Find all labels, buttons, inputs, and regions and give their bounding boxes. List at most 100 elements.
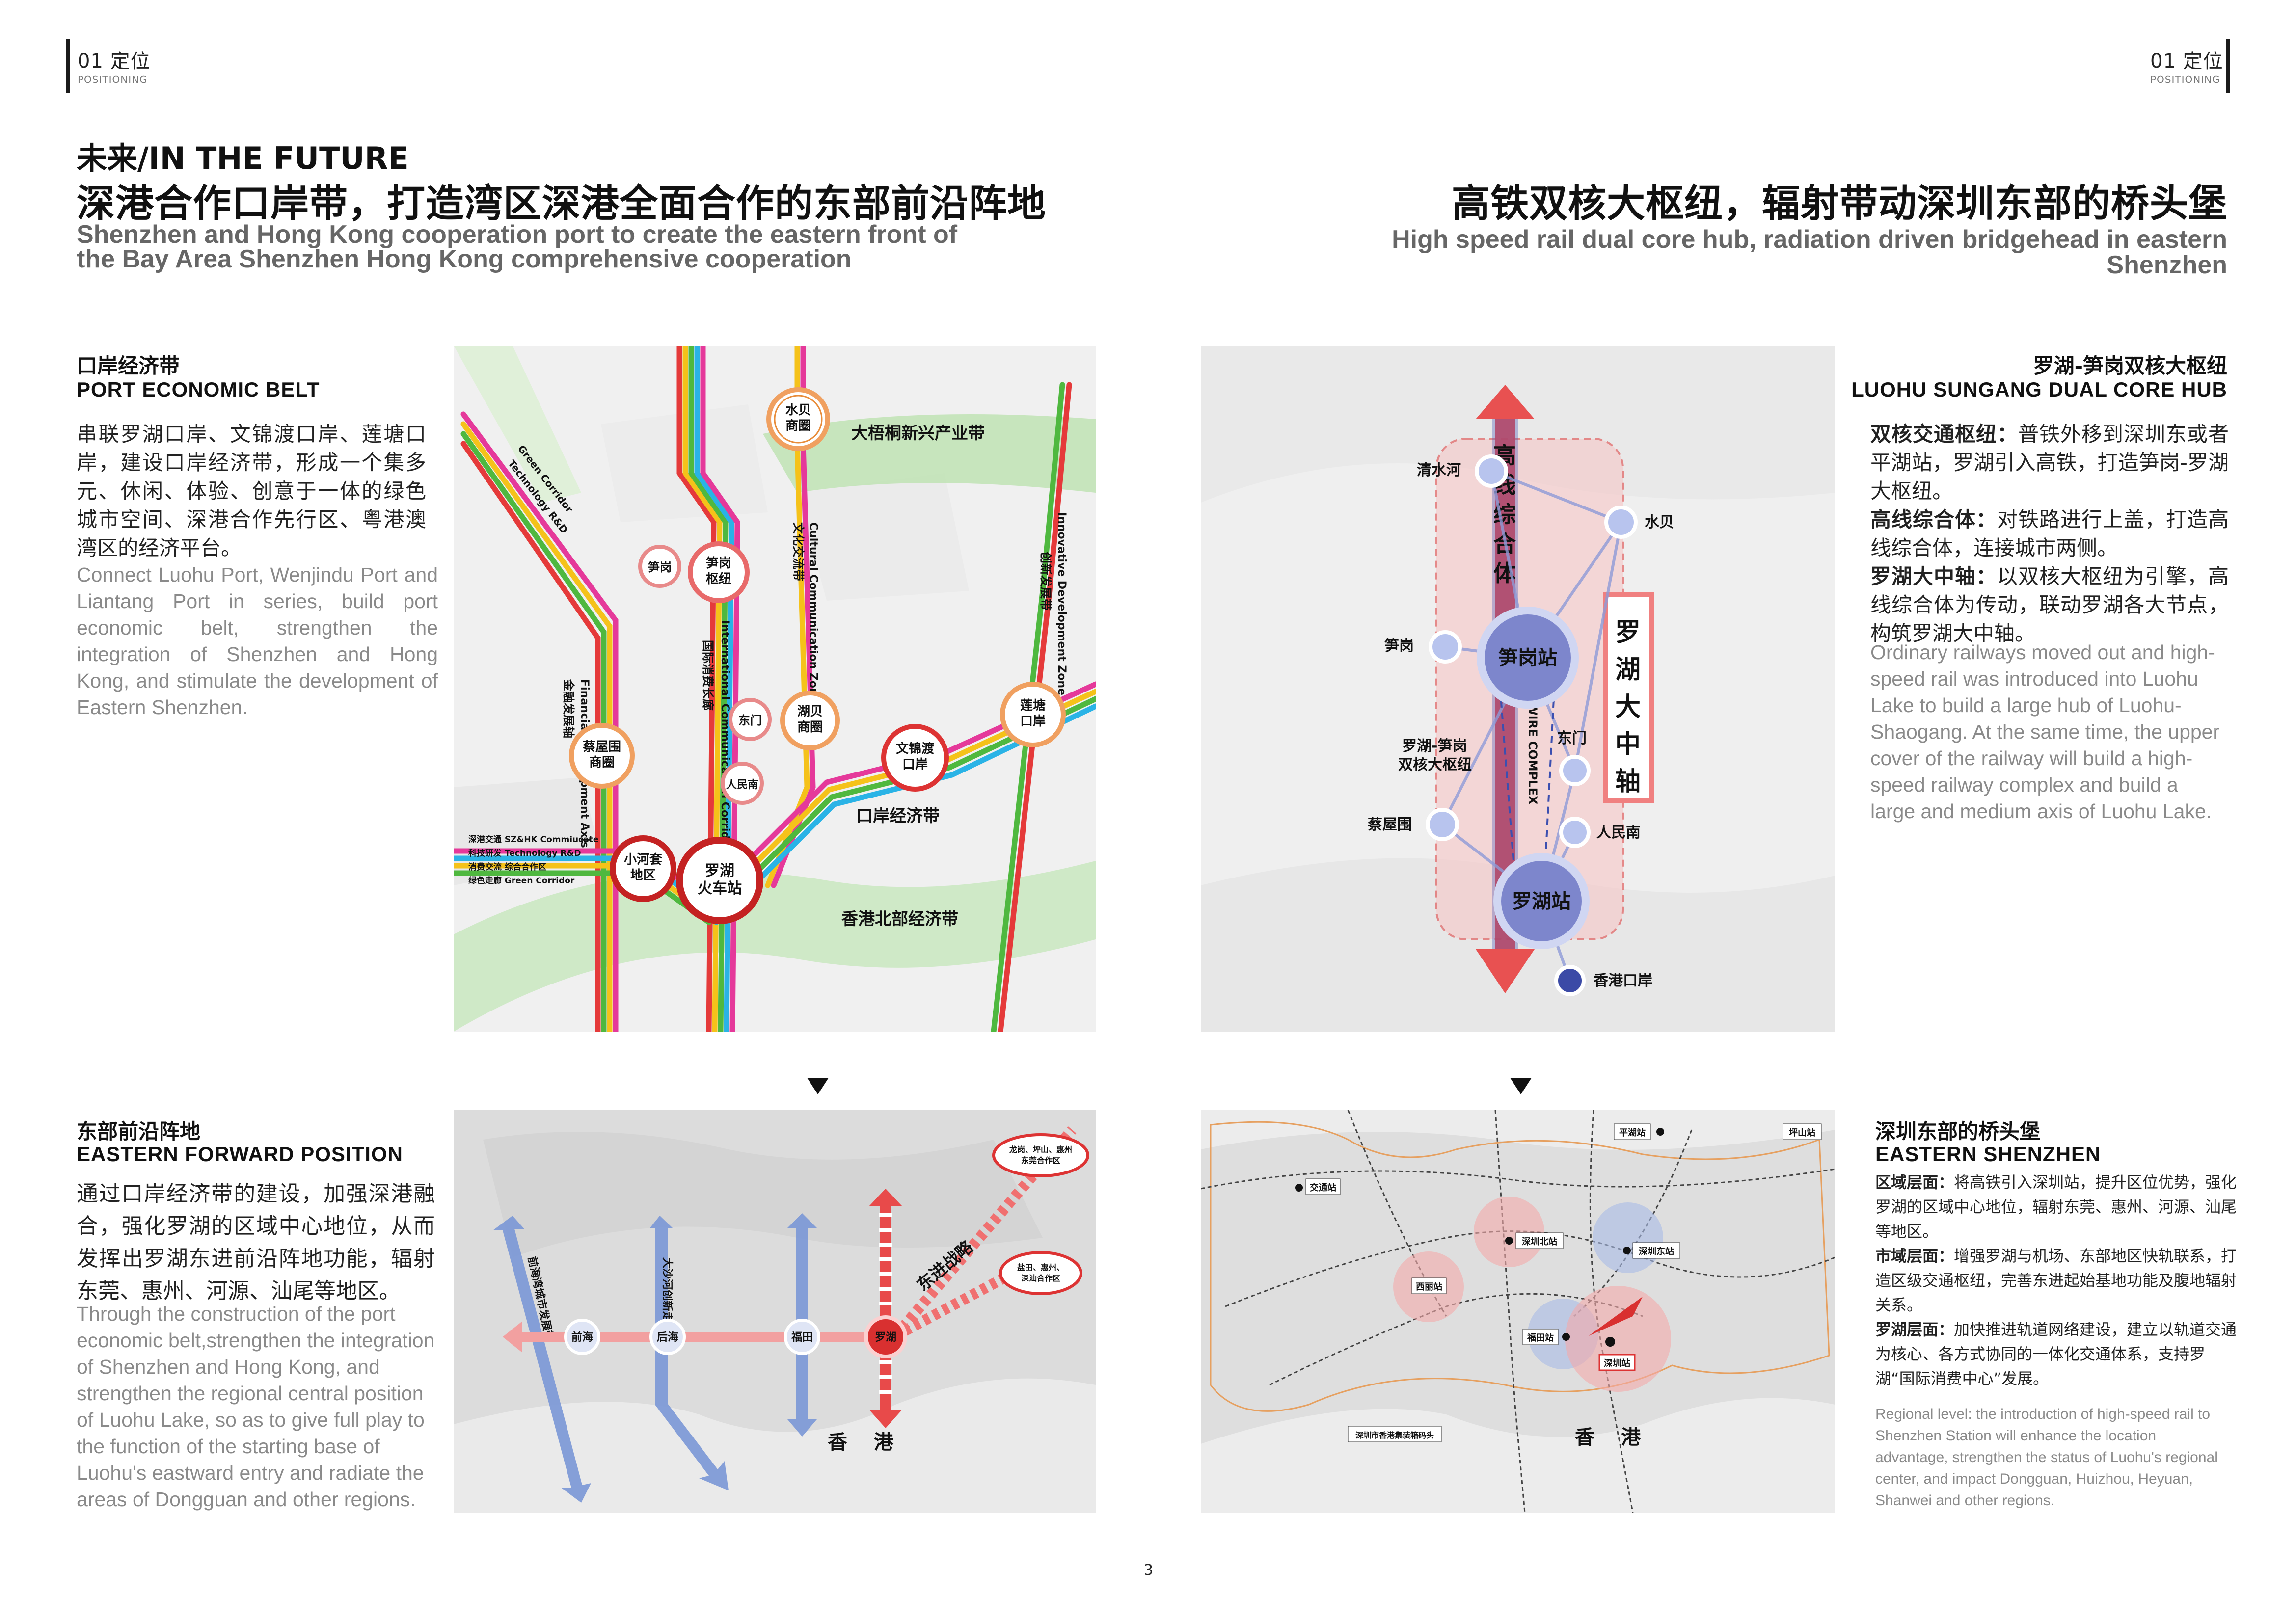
svg-text:商圈: 商圈 <box>797 719 823 735</box>
svg-text:莲塘: 莲塘 <box>1020 698 1046 713</box>
svg-text:笋岗: 笋岗 <box>1384 638 1414 655</box>
node-dongmen: 东门 <box>1557 730 1591 786</box>
legend-1: 深港交通 SZ&HK Commiucate <box>468 834 598 845</box>
block4-p3: 加快推进轨道网络建设，建立以轨道交通为核心、各方式协同的一体化交通体系，支持罗湖… <box>1875 1320 2237 1388</box>
block2-p3-bold: 罗湖大中轴： <box>1870 564 1997 588</box>
block2-p2: 对铁路进行上盖，打造高线综合体，连接城市两侧。 <box>1870 507 2229 560</box>
svg-text:龙岗、坪山、惠州: 龙岗、坪山、惠州 <box>1009 1145 1072 1154</box>
right-title-en-2: Shenzhen <box>2107 251 2227 279</box>
node-shuibei: 水贝 <box>1604 506 1674 539</box>
label-hub-2: 双核大枢纽 <box>1398 756 1472 773</box>
node-shuibei: 水贝 商圈 <box>766 387 830 451</box>
label-hk-a: 香 <box>828 1431 847 1454</box>
svg-text:枢纽: 枢纽 <box>706 571 731 586</box>
svg-text:后海: 后海 <box>657 1331 678 1344</box>
node-sungang: 笋岗 <box>638 545 681 588</box>
svg-text:大: 大 <box>1615 692 1641 722</box>
node-wenjindu: 文锦渡 口岸 <box>881 724 949 792</box>
legend-3: 消费交流 综合合作区 <box>468 862 546 872</box>
label-hk-b: 港 <box>874 1431 894 1454</box>
svg-text:水贝: 水贝 <box>785 403 811 418</box>
svg-text:深圳站: 深圳站 <box>1604 1358 1630 1369</box>
svg-text:商圈: 商圈 <box>589 755 615 770</box>
map-eastern-forward: 前海湾城市发展带 大沙河创新走廊 前海 <box>454 1110 1096 1513</box>
svg-text:东门: 东门 <box>738 714 762 727</box>
circle-sz-north <box>1474 1197 1544 1267</box>
block2-title-en: LUOHU SUNGANG DUAL CORE HUB <box>1851 378 2227 401</box>
svg-text:文锦渡: 文锦渡 <box>896 741 935 756</box>
svg-text:清水河: 清水河 <box>1417 462 1461 479</box>
block2-body-en: Ordinary railways moved out and high-spe… <box>1870 641 2220 823</box>
svg-text:商圈: 商圈 <box>785 418 811 433</box>
block1-body-cn: 串联罗湖口岸、文锦渡口岸、莲塘口岸，建设口岸经济带，形成一个集多元、休闲、体验、… <box>77 422 426 560</box>
station-xili: 西丽站 <box>1411 1277 1447 1294</box>
block1-title-cn: 口岸经济带 <box>77 354 180 378</box>
node-xiaohetao: 小河套 地区 <box>610 835 676 902</box>
svg-text:地区: 地区 <box>630 868 656 883</box>
node-renminnan: 人民南 <box>1559 817 1641 848</box>
node-hk-port: 香港口岸 <box>1554 965 1652 996</box>
block2-p3: 以双核大枢纽为引擎，高线综合体为传动，联动罗湖各大节点，构筑罗湖大中轴。 <box>1870 564 2229 645</box>
label-luohu-axis: 罗 湖 大 中 轴 <box>1615 618 1641 797</box>
svg-text:深圳北站: 深圳北站 <box>1522 1236 1557 1247</box>
map-dual-core-hub: HIGH WIRE COMPLEX 高 线 综 合 体 罗 湖 大 中 轴 <box>1201 346 1835 1032</box>
label-innovative: Innovative Development Zone <box>1055 512 1068 695</box>
node-sungang-hub: 笋岗 枢纽 <box>688 541 750 603</box>
svg-text:坪山站: 坪山站 <box>1789 1127 1815 1138</box>
label-hk-north: 香港北部经济带 <box>841 909 958 929</box>
svg-text:福田站: 福田站 <box>1527 1332 1554 1343</box>
node-luohu-station: 罗湖站 <box>1493 853 1590 949</box>
map-port-economic-belt: Financial Development Axis 金融发展轴 Cultura… <box>454 346 1096 1032</box>
label-financial-cn: 金融发展轴 <box>562 679 575 738</box>
block1-title-en: PORT ECONOMIC BELT <box>77 378 320 401</box>
svg-text:轴: 轴 <box>1615 767 1641 797</box>
label-hk-a: 香 <box>1575 1426 1594 1449</box>
left-section-number: 01 定位 <box>78 50 151 73</box>
left-title-en-1: Shenzhen and Hong Kong cooperation port … <box>77 220 958 249</box>
svg-text:深汕合作区: 深汕合作区 <box>1021 1274 1060 1283</box>
block4-p2: 增强罗湖与机场、东部地区快轨联系，打造区级交通枢纽，完善东进起始基地功能及腹地辐… <box>1875 1247 2237 1314</box>
node-futian: 福田 <box>784 1319 820 1355</box>
node-qingshuihe: 清水河 <box>1417 454 1508 488</box>
left-section-en: POSITIONING <box>78 74 148 85</box>
left-title-en-2: the Bay Area Shenzhen Hong Kong comprehe… <box>77 245 852 273</box>
svg-text:蔡屋围: 蔡屋围 <box>583 740 621 754</box>
svg-text:盐田、惠州、: 盐田、惠州、 <box>1017 1263 1064 1272</box>
node-renminnan: 人民南 <box>721 762 764 805</box>
block3-title-en: EASTERN FORWARD POSITION <box>77 1143 403 1166</box>
block2-title-cn: 罗湖-笋岗双核大枢纽 <box>2033 354 2227 378</box>
label-hub-1: 罗湖-笋岗 <box>1402 738 1467 755</box>
svg-text:罗湖: 罗湖 <box>705 862 734 879</box>
station-shenzhen: 深圳站 <box>1598 1337 1636 1371</box>
label-dameisha: 大梧桐新兴产业带 <box>851 424 985 443</box>
svg-text:罗湖站: 罗湖站 <box>1512 890 1571 913</box>
down-arrow-right <box>1510 1078 1532 1094</box>
left-title-big: 深港合作口岸带，打造湾区深港全面合作的东部前沿阵地 <box>77 182 1047 226</box>
svg-text:中: 中 <box>1615 730 1641 759</box>
svg-text:湖贝: 湖贝 <box>797 704 823 719</box>
svg-text:水贝: 水贝 <box>1645 514 1674 531</box>
svg-text:笋岗站: 笋岗站 <box>1498 647 1557 669</box>
block2-body-cn: 双核交通枢纽：普铁外移到深圳东或者平湖站，罗湖引入高铁，打造笋岗-罗湖大枢纽。 … <box>1870 420 2229 648</box>
node-qianhai: 前海 <box>564 1319 600 1355</box>
node-caiwuwei: 蔡屋围 <box>1368 808 1459 841</box>
svg-text:笋岗: 笋岗 <box>706 556 731 571</box>
node-sungang: 笋岗 <box>1384 630 1462 664</box>
svg-text:平湖站: 平湖站 <box>1619 1127 1646 1138</box>
block2-p1-bold: 双核交通枢纽： <box>1870 422 2018 446</box>
svg-text:东莞合作区: 东莞合作区 <box>1021 1156 1060 1165</box>
svg-text:福田: 福田 <box>791 1331 813 1344</box>
label-cultural: Cultural Communication Zone <box>807 522 819 703</box>
right-section-number: 01 定位 <box>2150 50 2223 73</box>
station-sz-east: 深圳东站 <box>1623 1242 1680 1259</box>
left-title-small: 未来/IN THE FUTURE <box>77 140 409 176</box>
svg-text:笋岗: 笋岗 <box>648 560 672 574</box>
svg-text:罗湖: 罗湖 <box>875 1331 896 1344</box>
svg-text:火车站: 火车站 <box>698 880 742 897</box>
node-houhai: 后海 <box>649 1319 686 1355</box>
block2-p1: 普铁外移到深圳东或者平湖站，罗湖引入高铁，打造笋岗-罗湖大枢纽。 <box>1870 422 2229 503</box>
station-jiaoyun: 交通站 <box>1295 1178 1341 1195</box>
right-title-en-1: High speed rail dual core hub, radiation… <box>1392 225 2227 254</box>
label-port-belt: 口岸经济带 <box>856 806 940 826</box>
node-liantang: 莲塘 口岸 <box>1000 682 1066 747</box>
